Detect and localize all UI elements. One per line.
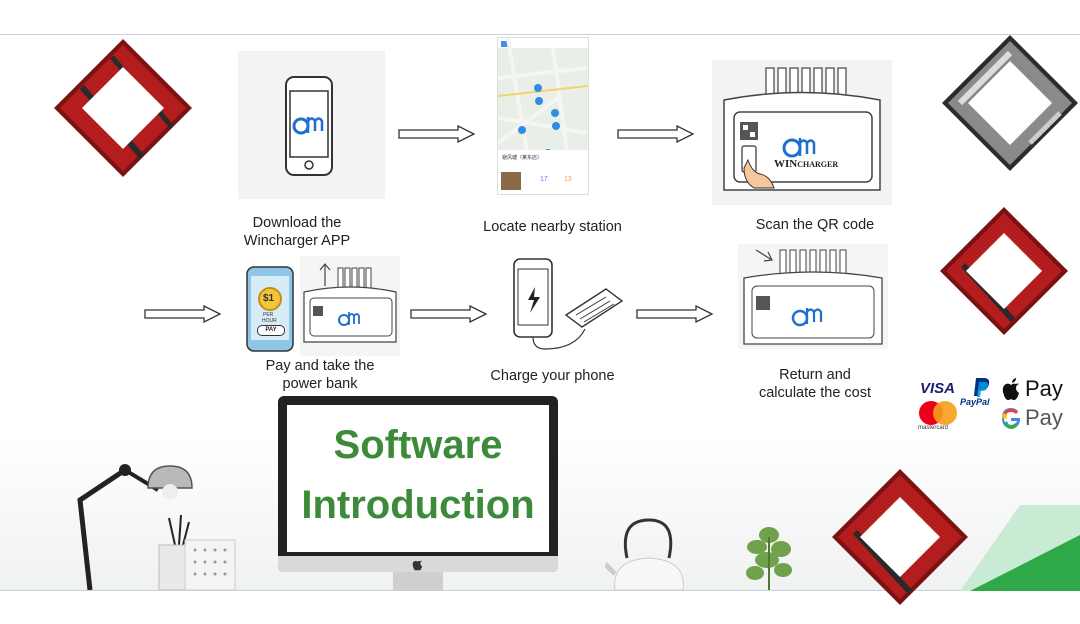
step-scan-image: WINCHARGER — [712, 60, 892, 205]
monitor-stand — [393, 572, 443, 590]
pen-holder-icon — [155, 510, 245, 590]
map-app-screenshot: 避风塘（莱东店） 17 13 — [497, 37, 589, 195]
pay-rate-line2: HOUR — [262, 318, 277, 324]
payment-logos: VISA PayPal Pay mastercard Pay — [912, 372, 1072, 434]
paypal-logo: PayPal — [960, 397, 990, 407]
map-view — [498, 38, 588, 194]
caption-charge: Charge your phone — [470, 367, 635, 385]
caption-locate-line1: Locate nearby station — [465, 218, 640, 236]
monitor-title-line1: Software — [287, 423, 549, 468]
arrow-right-icon — [398, 125, 476, 143]
map-stat-return: 13 — [564, 176, 572, 183]
plant-icon — [745, 515, 793, 590]
smartphone-icon — [238, 51, 385, 199]
caption-download: Download the Wincharger APP — [222, 214, 372, 250]
caption-return-line1: Return and — [735, 366, 895, 384]
visa-logo: VISA — [920, 380, 955, 397]
station-brand-label: WINCHARGER — [774, 158, 838, 170]
caption-return-line2: calculate the cost — [735, 384, 895, 402]
pay-amount: $1 — [263, 293, 274, 304]
caption-charge-line1: Charge your phone — [470, 367, 635, 385]
map-place-name: 避风塘（莱东店） — [502, 154, 542, 161]
step-take-image — [300, 256, 400, 356]
arrow-right-icon — [636, 305, 714, 323]
step-return-image — [738, 244, 888, 349]
caption-pay-line1: Pay and take the — [245, 357, 395, 375]
arrow-right-icon — [617, 125, 695, 143]
google-icon — [1000, 407, 1022, 429]
map-stat-available: 17 — [540, 176, 548, 183]
teapot-icon — [605, 518, 695, 590]
caption-pay-line2: power bank — [245, 375, 395, 393]
charging-phone-icon — [510, 257, 630, 355]
decorative-green-shape — [960, 505, 1080, 591]
apple-pay-logo: Pay — [1025, 376, 1063, 402]
monitor-title-line2: Introduction — [287, 483, 549, 528]
charging-station-illustration — [738, 244, 888, 349]
monitor-frame: Software Introduction — [278, 396, 558, 572]
decorative-diamond-top-right — [940, 33, 1080, 173]
brand-prefix: WIN — [774, 158, 797, 170]
decorative-diamond-top-left — [52, 37, 194, 179]
caption-locate: Locate nearby station — [465, 218, 640, 236]
charging-station-illustration — [300, 256, 400, 356]
apple-logo-icon — [412, 557, 424, 571]
decorative-diamond-middle-right — [938, 205, 1070, 337]
pay-button: PAY — [257, 325, 285, 336]
arrow-right-icon — [144, 305, 222, 323]
decorative-diamond-bottom-right — [830, 467, 970, 607]
caption-scan-line1: Scan the QR code — [735, 216, 895, 234]
caption-return: Return and calculate the cost — [735, 366, 895, 402]
top-divider — [0, 34, 1080, 35]
arrow-right-icon — [410, 305, 488, 323]
caption-scan: Scan the QR code — [735, 216, 895, 234]
brand-suffix: CHARGER — [797, 160, 838, 169]
step-download-image — [238, 51, 385, 199]
pay-phone-icon — [246, 266, 294, 352]
monitor-screen: Software Introduction — [287, 405, 549, 552]
mastercard-icon — [916, 400, 960, 428]
apple-icon — [1002, 377, 1022, 401]
caption-download-line1: Download the — [222, 214, 372, 232]
paypal-icon — [972, 376, 992, 398]
caption-pay: Pay and take the power bank — [245, 357, 395, 393]
mastercard-logo: mastercard — [918, 425, 948, 431]
google-pay-logo: Pay — [1025, 405, 1063, 431]
caption-download-line2: Wincharger APP — [222, 232, 372, 250]
charging-station-illustration — [712, 60, 892, 205]
